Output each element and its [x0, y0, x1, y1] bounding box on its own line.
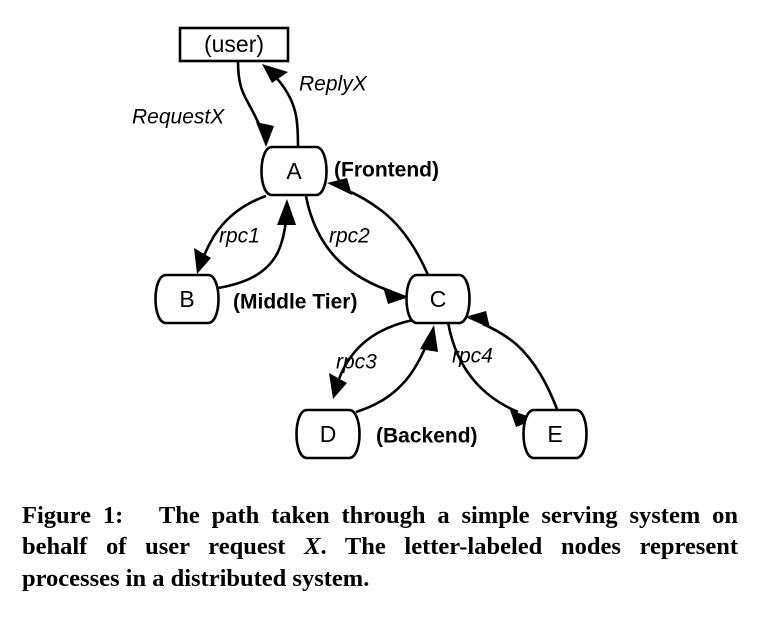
edge-b-to-a — [217, 199, 296, 290]
node-c[interactable]: C — [405, 273, 471, 325]
arrowhead-rpc2-return — [327, 178, 352, 195]
node-c-label: C — [430, 286, 447, 312]
tier-label-frontend: (Frontend) — [334, 159, 439, 182]
arrowhead-rpc3-return — [420, 325, 438, 352]
node-e[interactable]: E — [522, 408, 588, 460]
edge-a-to-b — [194, 194, 267, 274]
arrowhead-rpc1-out — [194, 248, 211, 274]
edge-user-to-a — [236, 60, 274, 147]
node-d-label: D — [320, 421, 337, 447]
edge-label-rpc3: rpc3 — [336, 351, 377, 374]
serving-system-diagram: (user) A B C D — [132, 26, 588, 460]
node-a[interactable]: A — [260, 145, 328, 197]
edge-e-to-c — [465, 311, 559, 410]
node-d[interactable]: D — [295, 408, 361, 460]
arrowhead-rpc3-out — [329, 373, 347, 399]
tier-label-middle-tier: (Middle Tier) — [233, 291, 357, 314]
arrowhead-rpc1-return — [277, 199, 296, 225]
caption-italic-variable: X — [304, 533, 321, 561]
node-a-label: A — [286, 158, 302, 184]
figure-caption: Figure 1: The path taken through a simpl… — [22, 500, 738, 594]
node-user-label: (user) — [204, 31, 264, 57]
edge-a-to-user — [262, 64, 300, 148]
node-b-label: B — [179, 286, 194, 312]
arrowhead-rpc4-out — [510, 410, 536, 427]
edge-c-to-d — [329, 318, 414, 399]
edge-label-rpc2: rpc2 — [329, 225, 370, 248]
caption-label: Figure 1: — [22, 502, 124, 529]
caption-text-part2: . The letter-labeled nodes represent pro… — [22, 533, 738, 592]
edge-c-to-e — [446, 321, 536, 427]
node-b[interactable]: B — [154, 273, 220, 325]
arrowhead-request-x — [256, 122, 274, 147]
node-user[interactable]: (user) — [178, 26, 290, 63]
arrowhead-rpc4-return — [465, 311, 490, 328]
edge-d-to-c — [355, 325, 438, 414]
edge-c-to-a — [327, 178, 430, 276]
node-e-label: E — [547, 421, 562, 447]
caption-text-part1: The path taken through a simple serving … — [22, 502, 738, 561]
arrowhead-reply-x — [262, 64, 288, 83]
edge-label-replyx: ReplyX — [299, 73, 368, 96]
edge-label-rpc4: rpc4 — [452, 345, 493, 368]
edge-label-requestx: RequestX — [132, 106, 225, 129]
edge-label-rpc1: rpc1 — [219, 225, 260, 248]
arrowhead-rpc2-out — [383, 287, 409, 304]
edge-a-to-c — [304, 195, 409, 304]
tier-label-backend: (Backend) — [376, 425, 478, 448]
